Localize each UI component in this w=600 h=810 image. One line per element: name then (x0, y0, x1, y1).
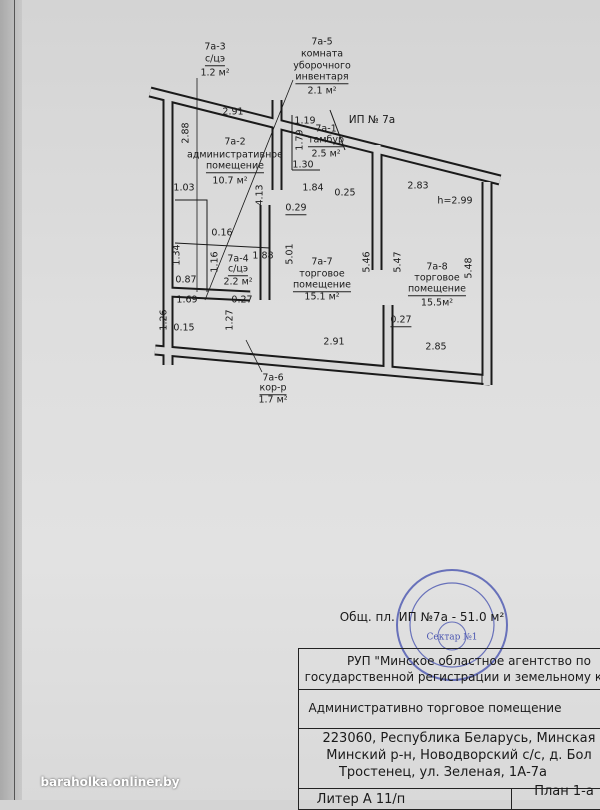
room-name: помещение (205, 160, 265, 173)
dimension: 4.13 (254, 184, 266, 206)
org-line-2: государственной регистрации и земельному… (304, 670, 600, 684)
room-name: торговое (299, 268, 345, 280)
room-area: 1.7 м² (258, 394, 288, 406)
address-row: 223060, Республика Беларусь, Минская Мин… (299, 728, 600, 789)
address-line-1: 223060, Республика Беларусь, Минская (322, 731, 596, 746)
unit-label: ИП № 7а (348, 113, 396, 126)
leader-lines (196, 78, 294, 373)
room-name: тамбур (307, 134, 345, 147)
room-id: 7а-8 (426, 261, 448, 273)
room-name: помещение (292, 279, 352, 292)
page-edge-line (14, 0, 15, 800)
dimension: 5.46 (361, 251, 373, 273)
dimension: 0.27 (231, 294, 253, 306)
room-name: комната (300, 48, 344, 60)
org-line-1: РУП "Минское областное агентство по (347, 654, 591, 668)
room-name: кор-р (259, 382, 287, 395)
dimension: 2.88 (180, 122, 192, 144)
stamp-text: Сектар №1 (426, 632, 478, 643)
dimension: 0.27 (390, 314, 412, 327)
room-name: с/цэ (204, 53, 226, 66)
room-area: 15.5м² (420, 297, 454, 309)
dimension: 2.91 (222, 106, 244, 118)
room-area: 10.7 м² (212, 175, 248, 187)
dimension: 0.29 (285, 202, 307, 215)
room-name: инвентаря (295, 71, 349, 84)
dimension: 1.88 (252, 250, 274, 262)
room-id: 7а-7 (311, 256, 333, 268)
room-id: 7а-1 (315, 123, 337, 135)
dimension: 1.34 (171, 244, 183, 266)
dimension: 0.87 (175, 274, 197, 286)
cell-divider (511, 788, 512, 809)
stamp (396, 569, 508, 681)
address-line-3: Тростенец, ул. Зеленая, 1А-7а (338, 765, 548, 780)
dimension: 5.48 (463, 257, 475, 279)
title-block: РУП "Минское областное агентство по госу… (298, 648, 600, 810)
walls-inner (149, 88, 501, 385)
room-area: 2.1 м² (307, 85, 337, 97)
room-name: административное (187, 149, 283, 161)
room-id: 7а-5 (311, 36, 333, 48)
dimension: 0.15 (173, 322, 195, 334)
plan-number: План 1-а (534, 784, 594, 799)
room-id: 7а-2 (224, 136, 246, 148)
dimension: 0.16 (211, 227, 233, 239)
object-row: Административно торговое помещение (299, 689, 600, 729)
dimension: 2.85 (425, 341, 447, 353)
dimension: 1.03 (173, 182, 195, 194)
room-area: 1.2 м² (200, 67, 230, 79)
dimension: 1.30 (292, 159, 314, 171)
room-name: помещение (407, 283, 467, 296)
ceiling-height: h=2.99 (437, 195, 473, 207)
dimension: 1.26 (158, 309, 170, 331)
room-area: 2.5 м² (311, 148, 341, 160)
room-area: 15.1 м² (304, 291, 340, 303)
dimension: 2.91 (323, 336, 345, 348)
room-name: торговое (414, 272, 460, 284)
room-id: 7а-4 (227, 253, 249, 265)
binder-edge (0, 0, 22, 800)
watermark: baraholka.onliner.by (40, 775, 180, 789)
dimension: 2.83 (407, 180, 429, 192)
address-line-2: Минский р-н, Новодворский с/с, д. Бол (326, 748, 592, 763)
org-row: РУП "Минское областное агентство по госу… (299, 649, 600, 690)
partitions (174, 109, 493, 385)
total-area: Общ. пл. ИП №7а - 51.0 м² (339, 610, 505, 624)
dimension: 1.16 (209, 251, 221, 273)
dimension: 5.01 (284, 243, 296, 265)
dimension: 1.79 (294, 129, 306, 151)
dimension: 1.69 (176, 294, 198, 306)
dimension: 1.19 (294, 115, 316, 127)
object-name: Административно торговое помещение (308, 701, 562, 715)
room-id: 7а-3 (204, 41, 226, 53)
dimension: 1.27 (224, 309, 236, 331)
dimension: 5.47 (392, 251, 404, 273)
dimension: 0.25 (334, 187, 356, 199)
room-id: 7а-6 (262, 372, 284, 384)
room-name: уборочного (293, 60, 351, 72)
room-name: с/цэ (227, 263, 249, 276)
dimension: 1.84 (302, 182, 324, 194)
room-area: 2.2 м² (223, 276, 253, 288)
